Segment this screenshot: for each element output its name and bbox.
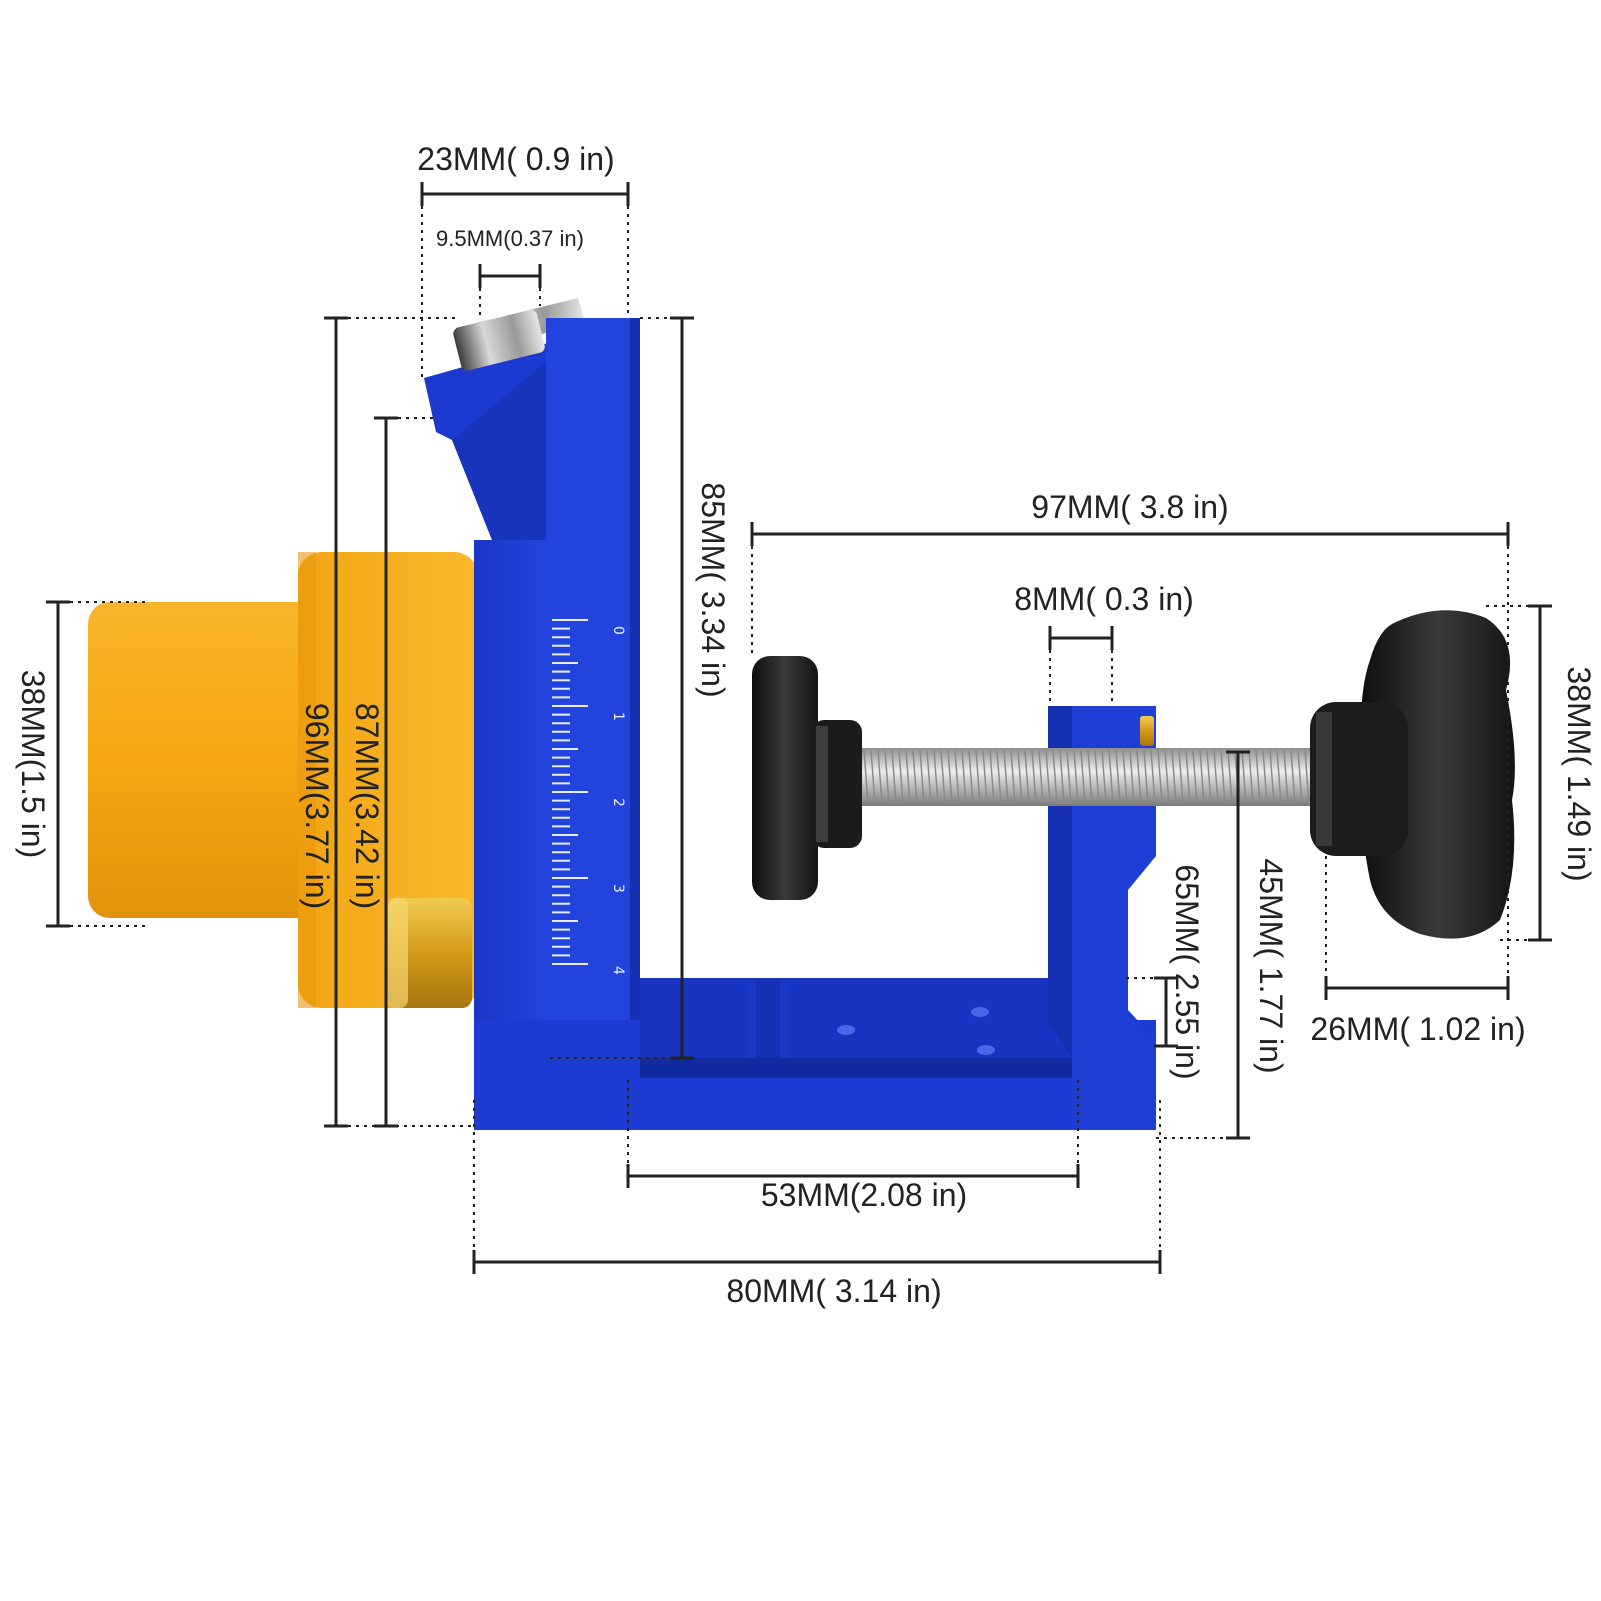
- dim-jaw-opening-label: 45MM( 1.77 in): [1253, 858, 1289, 1073]
- rod-thread: [1241, 749, 1247, 805]
- rod-thread: [891, 749, 897, 805]
- brass-stop-collar: [388, 898, 472, 1008]
- rod-thread: [1045, 749, 1051, 805]
- rod-thread: [1143, 749, 1149, 805]
- dim-guide-height-label: 87MM(3.42 in): [349, 703, 385, 909]
- rod-thread: [863, 749, 869, 805]
- dimension-lines: [46, 182, 1552, 1274]
- rod-thread: [1164, 749, 1170, 805]
- dim-throat-width-label: 53MM(2.08 in): [761, 1177, 967, 1213]
- rod-thread: [905, 749, 911, 805]
- rod-thread: [1122, 749, 1128, 805]
- rod-thread: [1185, 749, 1191, 805]
- rod-thread: [1136, 749, 1142, 805]
- dim-knob-width-label: 26MM( 1.02 in): [1310, 1011, 1525, 1047]
- rod-thread: [1101, 749, 1107, 805]
- ruler-label-2: 2: [610, 798, 626, 807]
- dimension-labels: 23MM( 0.9 in) 9.5MM(0.37 in) 97MM( 3.8 i…: [15, 141, 1597, 1309]
- rod-thread: [1031, 749, 1037, 805]
- star-knob-handle: [1310, 610, 1515, 939]
- ruler-numbers: 0 1 2 3 4: [610, 626, 626, 975]
- rod-thread: [1171, 749, 1177, 805]
- rod-thread: [898, 749, 904, 805]
- rod-thread: [1059, 749, 1065, 805]
- dim-bushing-height-label: 38MM(1.5 in): [15, 670, 51, 859]
- steel-guide-pin: [453, 298, 584, 371]
- rod-thread: [1255, 749, 1261, 805]
- dim-column-height-label: 85MM( 3.34 in): [695, 482, 731, 697]
- rod-thread: [1115, 749, 1121, 805]
- rod-thread: [1010, 749, 1016, 805]
- ruler-label-3: 3: [610, 884, 626, 893]
- rod-thread: [1213, 749, 1219, 805]
- rod-thread: [940, 749, 946, 805]
- orange-drill-bushing: [88, 552, 478, 1008]
- rod-thread: [1192, 749, 1198, 805]
- rod-thread: [1052, 749, 1058, 805]
- rod-thread: [989, 749, 995, 805]
- rod-thread: [1094, 749, 1100, 805]
- rod-thread: [1227, 749, 1233, 805]
- rod-thread: [1080, 749, 1086, 805]
- rod-thread: [1038, 749, 1044, 805]
- rod-thread: [961, 749, 967, 805]
- rod-thread: [1150, 749, 1156, 805]
- rod-threads: [863, 749, 1310, 805]
- rod-thread: [1108, 749, 1114, 805]
- ruler-label-4: 4: [610, 966, 626, 975]
- rod-thread: [1003, 749, 1009, 805]
- rod-thread: [884, 749, 890, 805]
- rod-thread: [1066, 749, 1072, 805]
- rod-thread: [1297, 749, 1303, 805]
- rod-thread: [926, 749, 932, 805]
- rod-thread: [1017, 749, 1023, 805]
- dim-jaw-height-label: 65MM( 2.55 in): [1169, 864, 1205, 1079]
- rod-thread: [1304, 749, 1310, 805]
- rod-thread: [1199, 749, 1205, 805]
- rod-thread: [982, 749, 988, 805]
- dim-knob-height-label: 38MM( 1.49 in): [1561, 666, 1597, 881]
- rod-thread: [947, 749, 953, 805]
- rod-thread: [1087, 749, 1093, 805]
- threaded-clamp-rod: [860, 748, 1310, 806]
- rod-thread: [1073, 749, 1079, 805]
- dim-base-width-label: 80MM( 3.14 in): [726, 1273, 941, 1309]
- rod-thread: [954, 749, 960, 805]
- rod-thread: [1178, 749, 1184, 805]
- rod-thread: [1276, 749, 1282, 805]
- rod-thread: [919, 749, 925, 805]
- dim-pin-width-label: 9.5MM(0.37 in): [436, 226, 584, 251]
- rod-thread: [975, 749, 981, 805]
- rod-thread: [933, 749, 939, 805]
- ruler-label-1: 1: [610, 712, 626, 721]
- rod-thread: [1248, 749, 1254, 805]
- rod-thread: [1283, 749, 1289, 805]
- rod-thread: [1206, 749, 1212, 805]
- ruler-label-0: 0: [610, 626, 626, 635]
- depth-ruler-scale: [552, 619, 588, 965]
- rod-thread: [1269, 749, 1275, 805]
- rod-thread: [1129, 749, 1135, 805]
- dim-top-width-label: 23MM( 0.9 in): [417, 141, 614, 177]
- rod-thread: [1262, 749, 1268, 805]
- rod-thread: [1157, 749, 1163, 805]
- dim-overall-height-label: 96MM(3.77 in): [299, 703, 335, 909]
- rod-thread: [870, 749, 876, 805]
- rod-thread: [877, 749, 883, 805]
- dim-jaw-thickness-label: 8MM( 0.3 in): [1014, 581, 1194, 617]
- rod-thread: [996, 749, 1002, 805]
- rod-thread: [1290, 749, 1296, 805]
- dim-clamp-span-label: 97MM( 3.8 in): [1031, 489, 1228, 525]
- rod-thread: [1024, 749, 1030, 805]
- rod-thread: [1220, 749, 1226, 805]
- rod-thread: [968, 749, 974, 805]
- rod-thread: [912, 749, 918, 805]
- clamp-pad-knob: [752, 656, 862, 900]
